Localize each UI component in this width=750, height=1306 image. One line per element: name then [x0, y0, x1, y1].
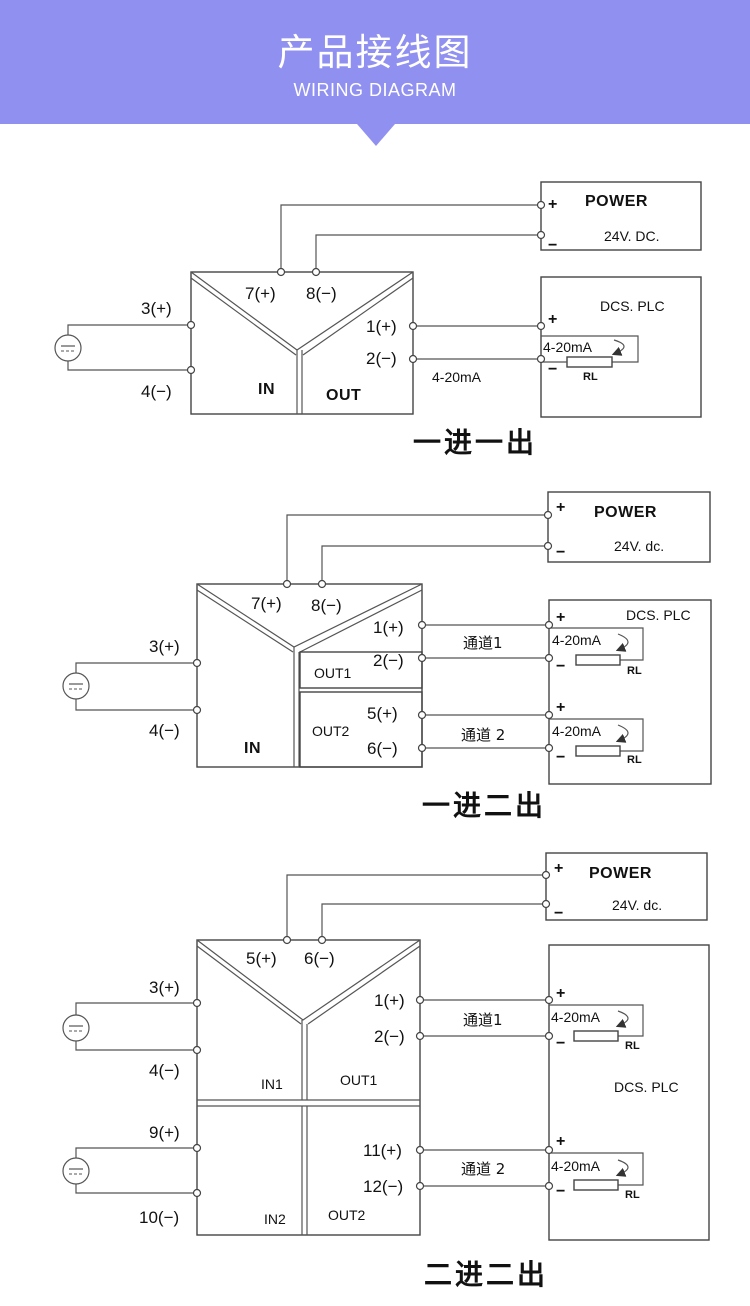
channel-2-label: 通道 2: [461, 726, 505, 744]
signal-label: 4-20mA: [552, 723, 602, 739]
out-label: OUT: [326, 387, 361, 404]
svg-text:−: −: [548, 237, 558, 254]
signal-source-icon: [62, 1014, 90, 1042]
diagram-2-in-2-out: IN1 OUT1 IN2 OUT2 5(+) 6(−) 3(+) 4(−) 9(…: [62, 852, 710, 1291]
svg-text:−: −: [556, 749, 566, 766]
svg-text:−: −: [556, 1183, 566, 1200]
load-label: RL: [627, 754, 642, 766]
terminal-label: 12(−): [363, 1177, 403, 1196]
dcs-label: DCS. PLC: [600, 298, 665, 314]
svg-text:−: −: [548, 361, 558, 378]
svg-text:+: +: [548, 311, 558, 328]
terminal-label: 3(+): [141, 299, 172, 318]
power-supply-box: [540, 181, 702, 251]
signal-label: 4-20mA: [552, 632, 602, 648]
terminal-label: 3(+): [149, 978, 180, 997]
terminal-label: 4(−): [141, 382, 172, 401]
dcs-plc-box: [548, 944, 710, 1241]
dcs-label: DCS. PLC: [626, 607, 691, 623]
svg-text:+: +: [556, 609, 566, 626]
terminal-label: 2(−): [374, 1027, 405, 1046]
power-label: POWER: [589, 865, 652, 882]
signal-label: 4-20mA: [551, 1158, 601, 1174]
load-label: RL: [627, 665, 642, 677]
terminal-label: 5(+): [246, 949, 277, 968]
signal-source-icon: [54, 334, 82, 362]
out1-label: OUT1: [340, 1072, 378, 1088]
terminal-label: 2(−): [373, 651, 404, 670]
svg-text:−: −: [554, 905, 564, 922]
load-label: RL: [583, 371, 598, 383]
load-label: RL: [625, 1040, 640, 1052]
svg-text:−: −: [556, 658, 566, 675]
power-label: POWER: [594, 504, 657, 521]
terminal-label: 6(−): [367, 739, 398, 758]
terminal-label: 4(−): [149, 721, 180, 740]
terminal-label: 7(+): [245, 284, 276, 303]
power-voltage: 24V. dc.: [614, 538, 664, 554]
page-subtitle: WIRING DIAGRAM: [293, 80, 457, 100]
channel-2-label: 通道 2: [461, 1160, 505, 1178]
load-resistor: [566, 356, 613, 368]
signal-label: 4-20mA: [543, 339, 593, 355]
out2-label: OUT2: [328, 1207, 366, 1223]
terminal-label: 10(−): [139, 1208, 179, 1227]
signal-source-icon: [62, 1157, 90, 1185]
terminal-label: 1(+): [374, 991, 405, 1010]
diagram-caption: 二进二出: [424, 1258, 548, 1291]
terminal-label: 9(+): [149, 1123, 180, 1142]
terminal-label: 5(+): [367, 704, 398, 723]
power-supply-box: [545, 852, 708, 921]
in1-label: IN1: [261, 1076, 283, 1092]
load-label: RL: [625, 1189, 640, 1201]
diagram-1-in-2-out: IN OUT1 OUT2 7(+) 8(−) 3(+) 4(−) 1(+) 2(…: [62, 491, 712, 822]
svg-text:−: −: [556, 1035, 566, 1052]
svg-text:+: +: [556, 499, 566, 516]
diagram-caption: 一进一出: [413, 426, 537, 459]
svg-text:+: +: [554, 860, 564, 877]
power-voltage: 24V. dc.: [612, 897, 662, 913]
terminal-label: 8(−): [311, 596, 342, 615]
header-banner: [0, 0, 750, 124]
svg-text:+: +: [548, 196, 558, 213]
svg-text:+: +: [556, 699, 566, 716]
diagram-caption: 一进二出: [422, 789, 546, 822]
dcs-label: DCS. PLC: [614, 1079, 679, 1095]
terminal-label: 1(+): [373, 618, 404, 637]
wire-signal-label: 4-20mA: [432, 369, 482, 385]
power-label: POWER: [585, 193, 648, 210]
terminal-label: 6(−): [304, 949, 335, 968]
terminal-label: 8(−): [306, 284, 337, 303]
banner-pointer: [357, 124, 395, 146]
power-voltage: 24V. DC.: [604, 228, 660, 244]
terminal-label: 1(+): [366, 317, 397, 336]
terminal-label: 3(+): [149, 637, 180, 656]
svg-text:+: +: [556, 985, 566, 1002]
channel-1-label: 通道1: [463, 634, 503, 652]
out1-label: OUT1: [314, 665, 352, 681]
terminal-label: 7(+): [251, 594, 282, 613]
in-label: IN: [258, 381, 275, 398]
signal-label: 4-20mA: [551, 1009, 601, 1025]
terminal-label: 2(−): [366, 349, 397, 368]
signal-source-icon: [62, 672, 90, 700]
in-label: IN: [244, 740, 261, 757]
module-box: [196, 939, 421, 1236]
dcs-plc-box: [548, 599, 712, 785]
dcs-plc-box: [540, 276, 702, 418]
in2-label: IN2: [264, 1211, 286, 1227]
page-title: 产品接线图: [277, 31, 473, 74]
terminal-label: 11(+): [363, 1141, 402, 1160]
terminal-label: 4(−): [149, 1061, 180, 1080]
svg-text:−: −: [556, 544, 566, 561]
out2-label: OUT2: [312, 723, 350, 739]
svg-text:+: +: [556, 1133, 566, 1150]
diagram-1-in-1-out: IN OUT 7(+) 8(−) 3(+) 4(−) 1(+) 2(−) 4-2…: [54, 181, 702, 459]
power-supply-box: [547, 491, 711, 563]
channel-1-label: 通道1: [463, 1011, 503, 1029]
